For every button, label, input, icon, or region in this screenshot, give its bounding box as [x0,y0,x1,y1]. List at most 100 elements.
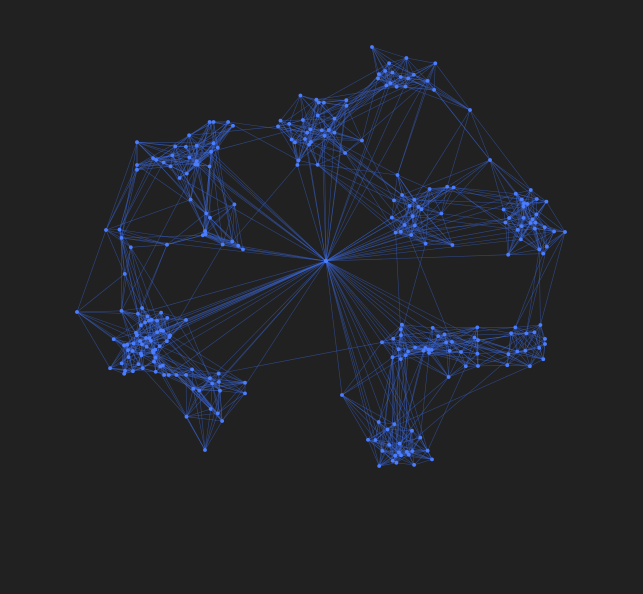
graph-edge [189,135,214,144]
graph-edge [344,140,363,154]
graph-edge [341,394,388,430]
graph-edge [121,345,125,364]
graph-node [416,204,421,209]
graph-edge [325,231,401,262]
graph-edge [412,450,433,460]
graph-node [399,333,403,338]
graph-edge [192,388,206,451]
graph-edge [507,217,510,255]
graph-node [532,330,537,335]
graph-edge [400,334,453,343]
graph-edge [221,260,327,422]
graph-edge [316,99,347,101]
graph-edge [310,129,312,143]
graph-node [236,243,241,248]
graph-edge [392,329,402,339]
graph-edge [382,450,402,456]
graph-edge [176,373,219,376]
graph-node [384,83,389,88]
graph-edge [172,142,214,156]
graph-edge [401,324,409,352]
graph-node [173,144,178,149]
graph-edge [515,327,526,351]
graph-node [208,376,212,380]
graph-edge [298,138,306,161]
graph-edge [394,423,433,460]
graph-edge [400,243,426,336]
graph-edge [397,63,436,176]
graph-edge [152,350,218,414]
graph-node [383,69,388,73]
graph-edge [395,232,402,336]
graph-edge [520,228,536,240]
graph-node [161,363,165,368]
graph-edge [503,199,522,210]
graph-edge [378,73,406,87]
graph-edge [405,57,407,87]
graph-edge [525,350,544,360]
graph-edge [294,142,299,161]
graph-node [125,342,130,347]
nodes-layer [75,45,567,468]
graph-node [184,414,189,419]
graph-edge [152,157,191,200]
graph-node [360,138,364,143]
graph-edge [451,327,478,343]
graph-node [138,339,143,343]
graph-node [203,232,208,237]
graph-edge [448,353,478,378]
graph-node [409,233,414,237]
graph-node [528,221,533,225]
graph-edge [105,169,138,231]
graph-edge [375,357,393,441]
graph-edge [105,199,191,231]
graph-node [152,359,156,364]
graph-node [144,344,149,349]
graph-edge [300,95,311,130]
graph-node [287,122,292,126]
graph-edge [400,57,407,78]
graph-edge [346,105,363,141]
graph-edge [515,327,518,352]
graph-edge [453,159,491,188]
graph-edge [526,249,540,334]
graph-node [344,98,349,103]
graph-node [398,229,403,234]
graph-node [162,373,167,377]
graph-edge [341,342,383,396]
graph-edge [325,260,424,352]
graph-edge [474,337,544,360]
graph-edge [441,213,453,246]
graph-node [429,348,434,352]
graph-edge [414,199,528,205]
graph-node [515,349,520,354]
graph-node [430,457,434,462]
graph-node [130,349,135,353]
graph-edge [277,99,317,127]
graph-edge [535,201,547,223]
graph-node [400,322,404,327]
graph-edge [170,166,180,179]
graph-node [243,380,247,385]
graph-edge [211,118,335,152]
graph-node [165,316,170,320]
graph-edge [447,186,506,223]
graph-edge [325,260,343,396]
graph-edge [199,260,327,391]
graph-edge [321,130,346,154]
graph-edge [325,260,413,452]
graph-edge [367,439,380,467]
graph-edge [325,222,536,262]
graph-edge [382,450,415,466]
graph-node [140,366,145,371]
graph-edge [431,341,453,351]
graph-edge [160,312,164,331]
graph-node [161,160,166,165]
graph-node [151,350,156,355]
graph-node [289,137,294,142]
graph-node [159,310,164,315]
graph-edge [125,367,143,372]
graph-edge [526,333,540,349]
graph-edge [406,57,428,82]
graph-node [151,156,156,161]
